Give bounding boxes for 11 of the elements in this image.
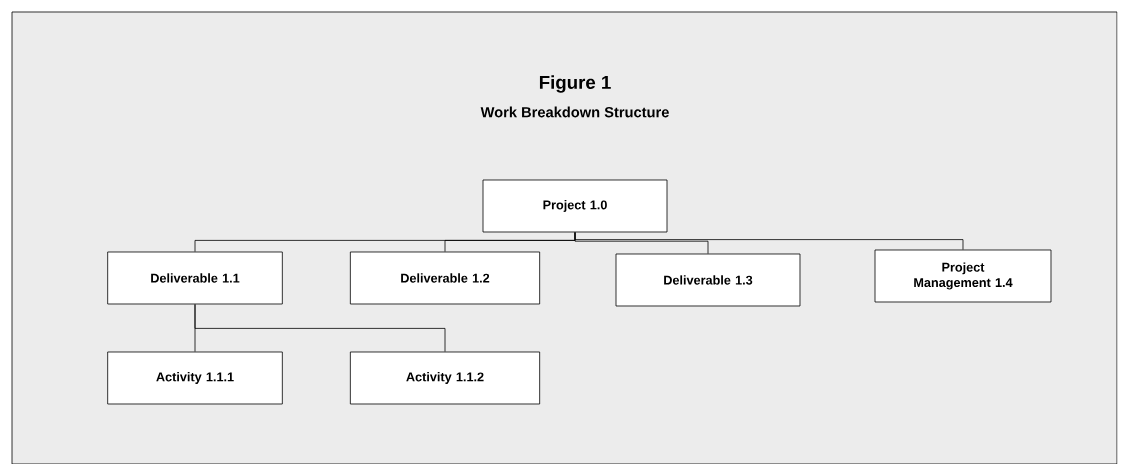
wbs-box: Project Management 1.4 xyxy=(874,249,1052,303)
wbs-box: Activity 1.1.1 xyxy=(107,351,283,405)
wbs-box: Deliverable 1.2 xyxy=(349,251,541,305)
wbs-box: Project 1.0 xyxy=(482,179,668,233)
title: Figure 1 xyxy=(539,75,611,93)
wbs-box: Activity 1.1.2 xyxy=(349,351,541,405)
connector-line xyxy=(194,304,446,352)
wbs-box: Deliverable 1.3 xyxy=(615,253,801,307)
subtitle: Work Breakdown Structure xyxy=(480,106,669,118)
connector-line xyxy=(574,232,964,250)
wbs-box: Deliverable 1.1 xyxy=(107,251,283,305)
